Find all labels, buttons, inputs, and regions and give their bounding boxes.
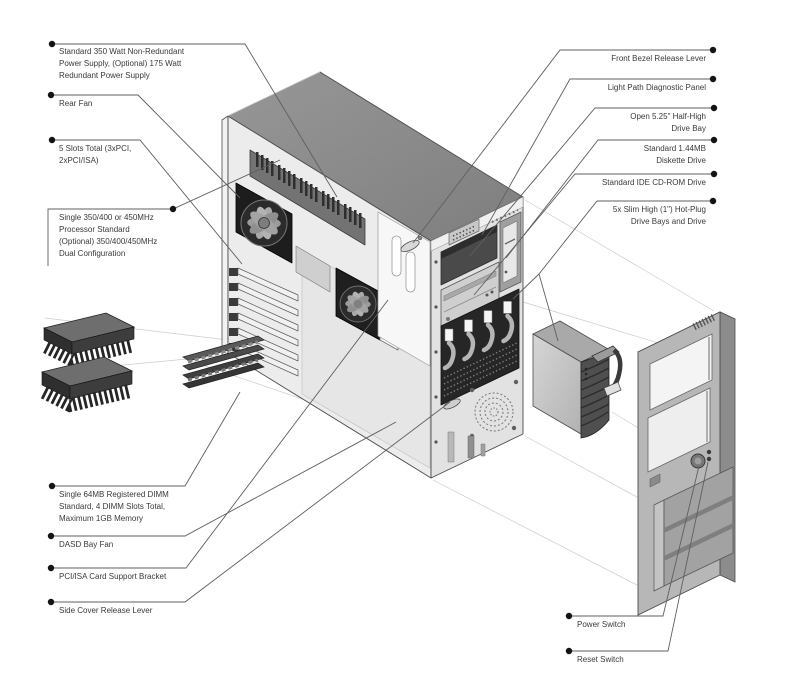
- label-slots: 5 Slots Total (3xPCI, 2xPCI/ISA): [59, 143, 131, 167]
- label-line: DASD Bay Fan: [59, 540, 114, 549]
- heatsink-upper: [42, 312, 136, 367]
- label-line: Standard 350 Watt Non-Redundant: [59, 47, 185, 56]
- bezel-lower-block: [653, 466, 734, 592]
- chassis: [221, 71, 524, 479]
- label-dimm: Single 64MB Registered DIMM Standard, 4 …: [59, 489, 169, 525]
- reset-switch: [706, 449, 712, 455]
- label-light-path-panel: Light Path Diagnostic Panel: [506, 82, 706, 94]
- label-line: Open 5.25" Half-High: [630, 112, 706, 121]
- side-cover-release-lever: [443, 398, 461, 410]
- label-diskette-drive: Standard 1.44MB Diskette Drive: [506, 143, 706, 167]
- label-line: Dual Configuration: [59, 249, 126, 258]
- label-reset-switch: Reset Switch: [577, 654, 624, 666]
- label-line: Drive Bay: [671, 124, 706, 133]
- drive-cage-inner-panel: [377, 211, 431, 367]
- label-line: Standard IDE CD-ROM Drive: [601, 178, 706, 187]
- cdrom-drive: [440, 261, 500, 329]
- label-processor: Single 350/400 or 450MHz Processor Stand…: [59, 212, 157, 260]
- indicator-led: [706, 456, 712, 462]
- chassis-back-edge: [221, 115, 229, 358]
- label-cdrom-drive: Standard IDE CD-ROM Drive: [506, 177, 706, 189]
- processor-heatsinks: [40, 312, 136, 413]
- card-guide-block: [295, 245, 331, 293]
- hot-plug-bays: [440, 288, 520, 406]
- light-path-diagnostic-panel: [448, 218, 480, 246]
- bezel-small-button: [649, 473, 661, 488]
- label-power-switch: Power Switch: [577, 619, 625, 631]
- front-edge-screws: [434, 260, 438, 444]
- label-power-supply: Standard 350 Watt Non-Redundant Power Su…: [59, 46, 184, 82]
- rear-fan: [235, 182, 293, 264]
- label-line: Drive Bays and Drive: [630, 217, 706, 226]
- label-dasd-bay-fan: DASD Bay Fan: [59, 539, 113, 551]
- bezel-vent-grid: [692, 313, 716, 331]
- hot-plug-drive: [532, 320, 623, 439]
- label-line: Processor Standard: [59, 225, 130, 234]
- dasd-fan: [335, 267, 381, 341]
- label-line: Light Path Diagnostic Panel: [607, 83, 706, 92]
- callout-bullets: [47, 40, 718, 655]
- callout-lines: [47, 43, 714, 652]
- label-line: (Optional) 350/400/450MHz: [59, 237, 158, 246]
- label-side-cover-lever: Side Cover Release Lever: [59, 605, 152, 617]
- top-vent-dots: [491, 209, 519, 223]
- label-rear-fan: Rear Fan: [59, 98, 92, 110]
- label-open-bay: Open 5.25" Half-High Drive Bay: [506, 111, 706, 135]
- label-line: 2xPCI/ISA): [59, 156, 99, 165]
- front-bezel-release-lever: [400, 235, 423, 253]
- label-line: PCI/ISA Card Support Bracket: [59, 572, 167, 581]
- bezel-upper-window: [649, 333, 713, 411]
- label-line: 5 Slots Total (3xPCI,: [59, 144, 132, 153]
- label-front-bezel-lever: Front Bezel Release Lever: [506, 53, 706, 65]
- label-line: Front Bezel Release Lever: [611, 54, 706, 63]
- dimm-modules: [182, 335, 265, 389]
- label-line: Reset Switch: [577, 655, 624, 664]
- label-line: Side Cover Release Lever: [59, 606, 153, 615]
- label-hotplug-drives: 5x Slim High (1") Hot-Plug Drive Bays an…: [506, 204, 706, 228]
- label-line: Power Switch: [577, 620, 626, 629]
- label-line: Redundant Power Supply: [59, 71, 150, 80]
- drive-handle: [591, 345, 623, 397]
- bezel-lower-window: [647, 387, 711, 473]
- label-line: Standard, 4 DIMM Slots Total,: [59, 502, 166, 511]
- label-pci-isa-bracket: PCI/ISA Card Support Bracket: [59, 571, 166, 583]
- label-line: Diskette Drive: [656, 156, 706, 165]
- label-line: Standard 1.44MB: [643, 144, 706, 153]
- front-bezel: [637, 311, 736, 616]
- label-line: Single 350/400 or 450MHz: [59, 213, 154, 222]
- label-line: Power Supply, (Optional) 175 Watt: [59, 59, 182, 68]
- label-line: Rear Fan: [59, 99, 93, 108]
- heatsink-lower: [40, 356, 134, 413]
- label-line: 5x Slim High (1") Hot-Plug: [612, 205, 706, 214]
- label-line: Single 64MB Registered DIMM: [59, 490, 169, 499]
- label-line: Maximum 1GB Memory: [59, 514, 144, 523]
- front-bottom-slots: [447, 431, 486, 463]
